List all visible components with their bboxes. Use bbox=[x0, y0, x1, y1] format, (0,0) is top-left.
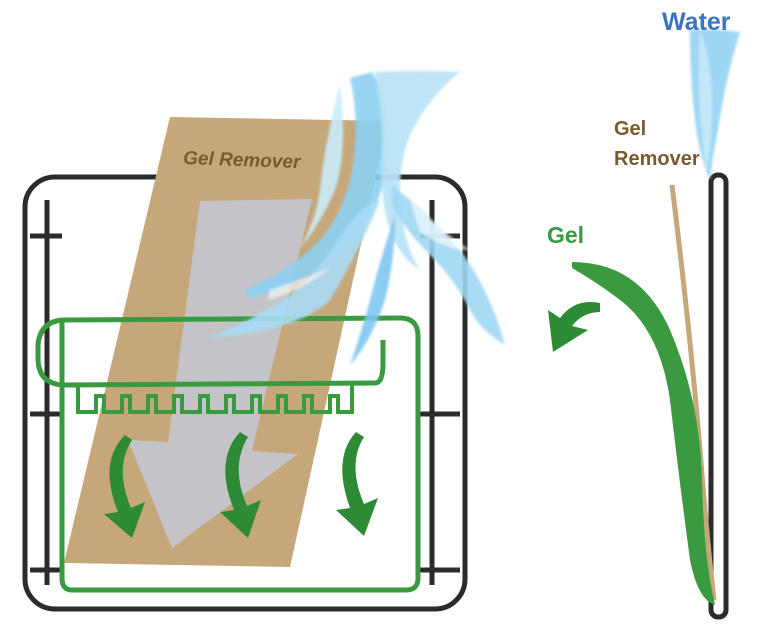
side-gel-remover-label-line2: Remover bbox=[614, 148, 700, 170]
side-plate bbox=[708, 172, 729, 620]
side-gel-remover-strip bbox=[669, 184, 717, 601]
gel-wells bbox=[76, 384, 354, 414]
green-curved-arrow-1 bbox=[104, 435, 145, 538]
side-water-stream bbox=[690, 29, 740, 181]
gel-label: Gel bbox=[547, 222, 584, 248]
side-gel-curve bbox=[572, 262, 715, 605]
gel-remover-sheet-label: Gel Remover bbox=[183, 148, 302, 173]
green-curved-arrow-2 bbox=[220, 432, 261, 538]
green-curved-arrow-3 bbox=[336, 432, 378, 536]
green-turn-arrow bbox=[548, 302, 600, 352]
gel-outline bbox=[35, 315, 421, 593]
water-splash bbox=[210, 71, 505, 365]
side-gel-remover-label-line1: Gel bbox=[614, 118, 646, 140]
water-label: Water bbox=[662, 8, 731, 36]
